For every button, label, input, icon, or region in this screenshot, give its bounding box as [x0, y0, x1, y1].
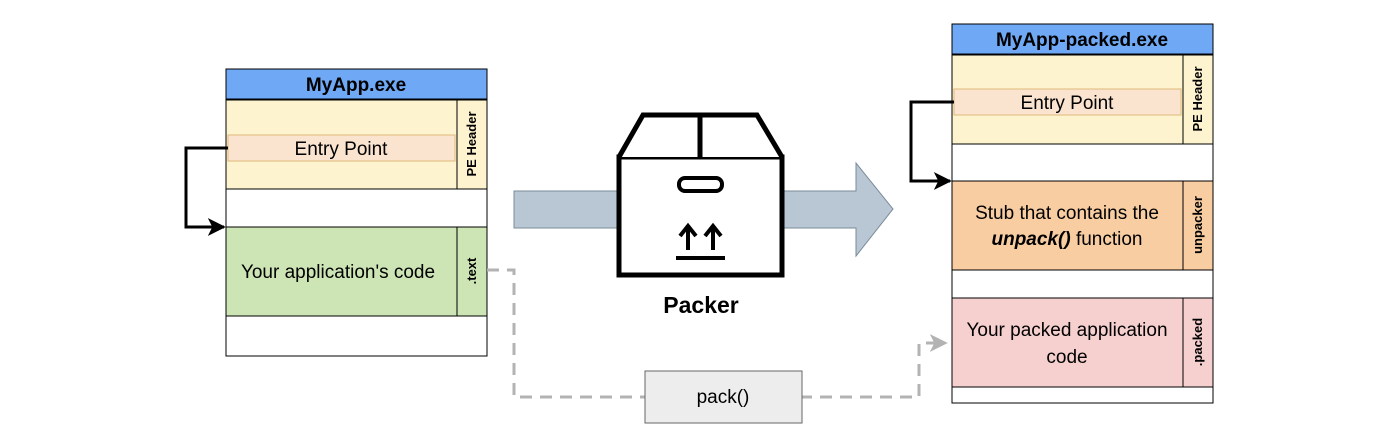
- packer-label: Packer: [663, 292, 739, 318]
- unpacker-section-label: unpacker: [1190, 196, 1205, 254]
- packed-exe-title: MyApp-packed.exe: [996, 30, 1168, 51]
- myapp-exe: MyApp.exe PE Header Entry Point .text Yo…: [184, 68, 488, 357]
- unpacker-line-2: unpack() function: [991, 229, 1142, 250]
- myapp-exe-title: MyApp.exe: [306, 75, 406, 96]
- entry-point-label: Entry Point: [295, 139, 389, 160]
- unpacker-section: [951, 180, 1214, 271]
- text-section: [225, 226, 488, 317]
- text-section-content: Your application's code: [241, 262, 435, 283]
- packed-code-section-label: .packed: [1190, 318, 1205, 366]
- pack-flow-dashed-arrow: [487, 268, 948, 399]
- packed-code-line-1: Your packed application: [966, 320, 1167, 341]
- packed-code-section: [951, 297, 1214, 388]
- pack-function-box: [644, 370, 803, 424]
- packed-entry-point-box: [953, 88, 1182, 116]
- unpacker-line-2-rest: function: [1071, 229, 1143, 250]
- packed-pe-header-label: PE Header: [1190, 66, 1205, 131]
- packed-code-line-2: code: [1046, 347, 1087, 368]
- pe-header-label: PE Header: [464, 111, 479, 176]
- packed-entry-point-jump-arrow: [909, 100, 954, 190]
- entry-point-box: [227, 134, 456, 162]
- myapp-exe-title-bar: [225, 68, 488, 100]
- unpacker-line-1: Stub that contains the: [975, 203, 1159, 224]
- package-box-icon: [616, 112, 785, 278]
- pack-function-label: pack(): [697, 387, 750, 408]
- unpack-function-name: unpack(): [991, 229, 1070, 250]
- text-section-label: .text: [464, 257, 479, 284]
- packed-entry-point-label: Entry Point: [1021, 93, 1115, 114]
- entry-point-jump-arrow: [184, 146, 228, 236]
- packed-exe-title-bar: [951, 23, 1214, 55]
- myapp-packed-exe: MyApp-packed.exe PE Header Entry Point u…: [909, 23, 1214, 404]
